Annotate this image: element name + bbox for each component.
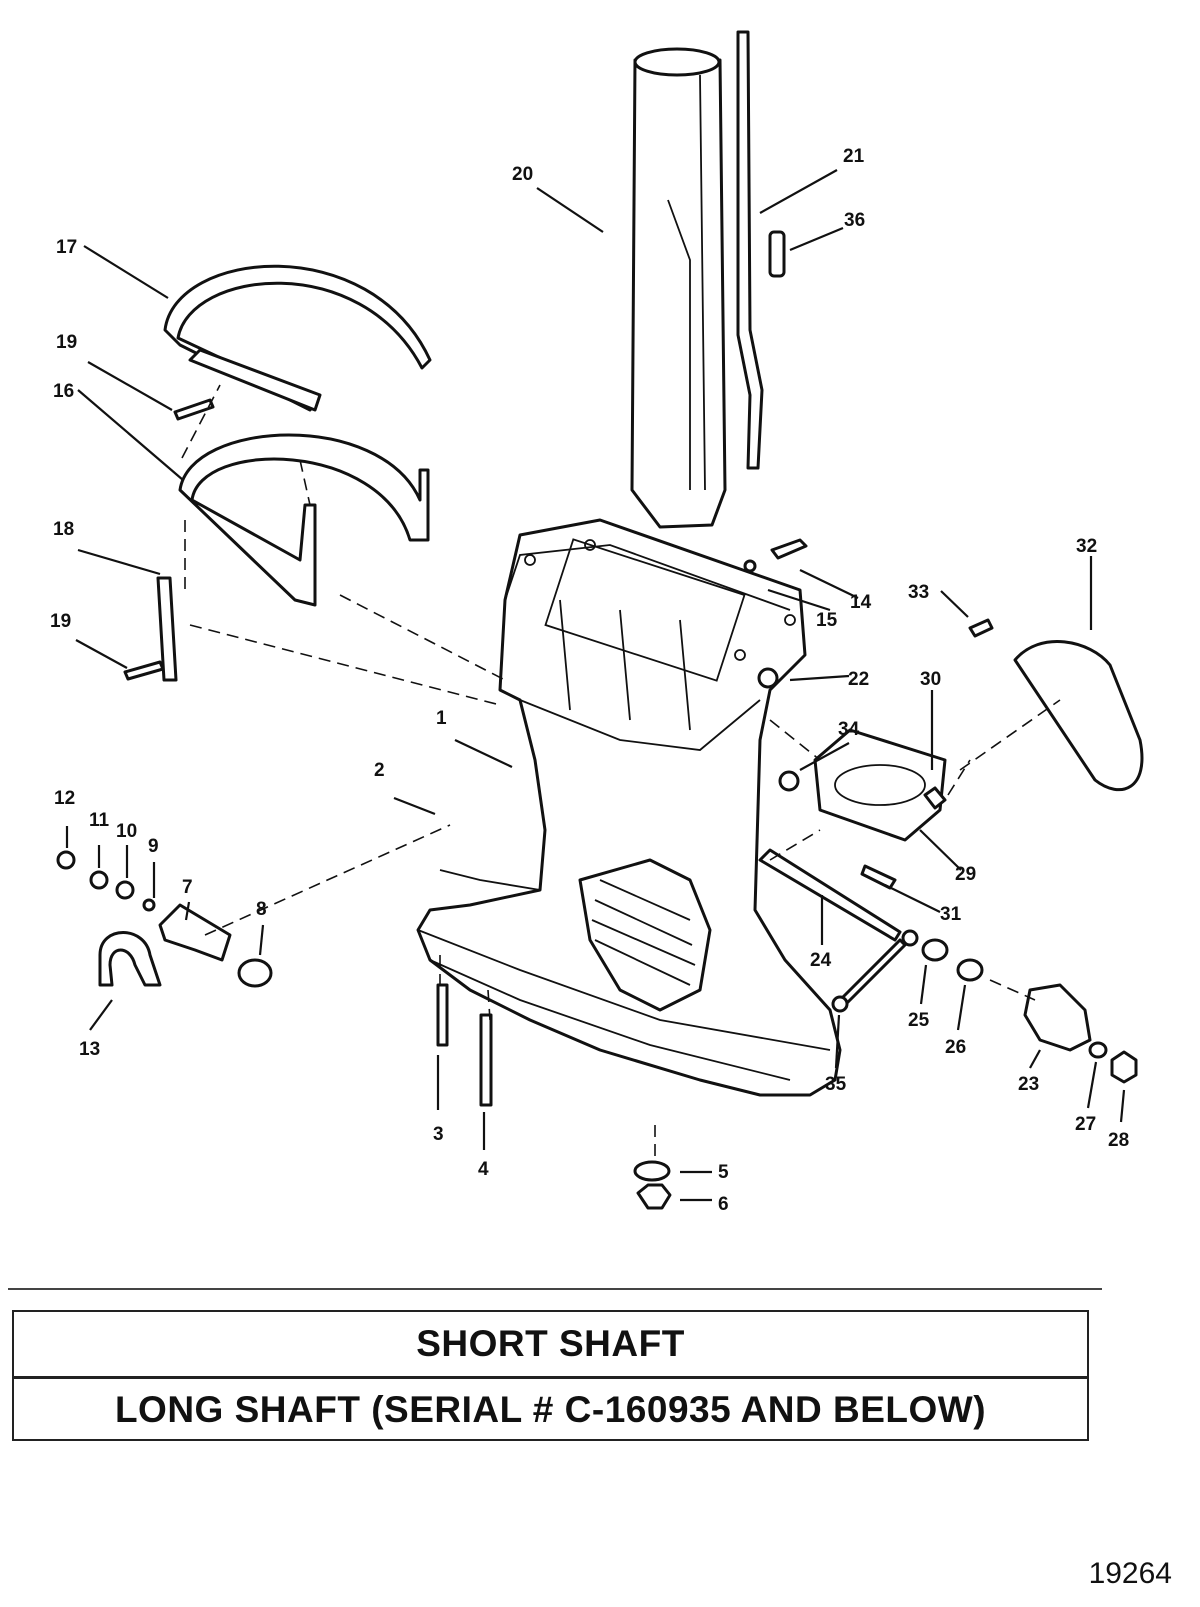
nut — [1110, 1050, 1138, 1084]
caption-divider — [8, 1288, 1102, 1290]
speedometer-fitting — [158, 903, 232, 962]
callout-5: 5 — [718, 1162, 729, 1183]
callout-14: 14 — [850, 592, 872, 613]
screw — [173, 398, 215, 421]
callout-25: 25 — [908, 1010, 930, 1031]
callout-6: 6 — [718, 1194, 729, 1215]
model-caption-table: SHORT SHAFT LONG SHAFT (SERIAL # C-16093… — [12, 1310, 1089, 1441]
callout-18: 18 — [53, 519, 74, 540]
hardware — [89, 870, 109, 890]
callout-27: 27 — [1075, 1114, 1096, 1135]
callout-10: 10 — [116, 821, 137, 842]
callout-31: 31 — [940, 904, 962, 925]
hardware — [743, 559, 757, 573]
hardware — [115, 880, 135, 900]
hardware — [901, 929, 919, 947]
hardware — [968, 618, 994, 638]
callout-21: 21 — [843, 146, 865, 167]
washer — [956, 958, 984, 982]
callout-28: 28 — [1108, 1130, 1129, 1151]
callout-24: 24 — [810, 950, 832, 971]
callout-30: 30 — [920, 669, 941, 690]
shift-rod — [736, 30, 764, 470]
callout-22: 22 — [848, 669, 869, 690]
callout-12: 12 — [54, 788, 75, 809]
callout-3: 3 — [433, 1124, 444, 1145]
hardware — [778, 770, 800, 792]
callout-26: 26 — [945, 1037, 966, 1058]
callout-13: 13 — [79, 1039, 100, 1060]
driveshaft-tube — [630, 47, 727, 529]
caption-long-shaft: LONG SHAFT (SERIAL # C-160935 AND BELOW) — [14, 1375, 1087, 1443]
washer — [1088, 1041, 1108, 1059]
callout-1: 1 — [436, 708, 447, 729]
callout-7: 7 — [182, 877, 193, 898]
coupler — [768, 230, 786, 278]
hardware — [923, 786, 947, 810]
callout-33: 33 — [908, 582, 929, 603]
clamp — [98, 931, 162, 987]
callout-17: 17 — [56, 237, 77, 258]
screw — [123, 660, 165, 681]
callout-19a: 19 — [56, 332, 77, 353]
clip — [156, 576, 178, 682]
callout-23: 23 — [1018, 1074, 1039, 1095]
hardware — [860, 864, 897, 890]
stud — [479, 1013, 493, 1107]
stud — [758, 848, 902, 942]
upper-seal — [163, 264, 432, 412]
nut — [636, 1183, 672, 1210]
hardware — [770, 538, 808, 560]
callout-2: 2 — [374, 760, 385, 781]
hardware — [838, 938, 907, 1007]
hardware — [142, 898, 156, 912]
callout-19b: 19 — [50, 611, 71, 632]
callout-8: 8 — [256, 899, 267, 920]
caption-short-shaft: SHORT SHAFT — [416, 1322, 685, 1364]
fitting — [1023, 983, 1092, 1052]
callout-16: 16 — [53, 381, 74, 402]
stud — [436, 983, 449, 1047]
callout-15: 15 — [816, 610, 838, 631]
grommet — [237, 958, 273, 988]
hardware — [56, 850, 76, 870]
callout-32: 32 — [1076, 536, 1097, 557]
callout-11: 11 — [89, 810, 110, 831]
hardware — [831, 995, 849, 1013]
callout-9: 9 — [148, 836, 159, 857]
callout-35: 35 — [825, 1074, 847, 1095]
side-cover — [1013, 640, 1144, 791]
driveshaft-housing — [416, 518, 842, 1097]
washer — [921, 938, 949, 962]
callout-4: 4 — [478, 1159, 489, 1180]
callout-29: 29 — [955, 864, 976, 885]
lower-seal — [178, 433, 430, 607]
figure-number: 19264 — [1088, 1557, 1172, 1590]
water-cover-plate — [813, 728, 947, 842]
callout-20: 20 — [512, 164, 533, 185]
callout-36: 36 — [844, 210, 865, 231]
washer — [633, 1160, 671, 1182]
hardware — [757, 667, 779, 689]
callout-34: 34 — [838, 719, 860, 740]
